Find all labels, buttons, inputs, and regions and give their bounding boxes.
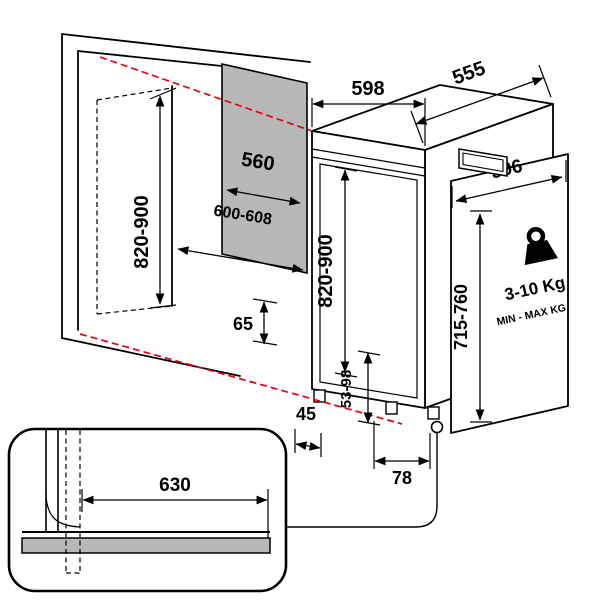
dishwasher-front-face <box>311 130 426 409</box>
niche-back-panel <box>221 63 308 274</box>
console-line-2 <box>311 156 426 177</box>
front-right-foot <box>385 401 398 415</box>
door-height-label: 715-760 <box>451 284 471 350</box>
alignment-guide-bottom <box>79 333 403 425</box>
door-inner-border <box>319 163 418 399</box>
inset-frame <box>7 427 288 593</box>
dim-feet-adjustment: 53-98 <box>338 350 381 426</box>
counter-top-edge <box>61 33 311 63</box>
alignment-guide-top <box>99 56 313 132</box>
dim-rear-clearance: 78 <box>373 421 431 488</box>
dim-machine-height: 820-900 <box>315 166 358 378</box>
dim-plinth-recess: 45 <box>294 404 322 457</box>
plinth-recess-label: 45 <box>296 404 316 424</box>
plinth-cutout-label: 630 <box>159 475 191 496</box>
dim-panel-width: 560 <box>226 149 301 206</box>
hidden-edge-top <box>96 87 173 101</box>
plinth-strip <box>21 537 271 554</box>
dim-plinth-cutout: 630 <box>81 475 269 538</box>
floor-edge <box>61 337 241 377</box>
panel-width-label: 560 <box>240 149 276 176</box>
front-left-foot <box>313 389 326 403</box>
niche-height-label: 820-900 <box>131 195 153 268</box>
console-line-1 <box>311 148 426 169</box>
door-panel: 596 715-760 3-10 Kg MIN - MAX KG <box>450 153 569 434</box>
dim-niche-height: 820-900 <box>131 87 177 309</box>
detail-inset: 630 <box>7 427 288 593</box>
weight-icon <box>524 226 558 266</box>
counter-inner-edge <box>77 50 223 67</box>
callout-leader-line <box>287 433 438 528</box>
toe-kick-curve <box>45 491 81 528</box>
rear-foot <box>427 406 440 420</box>
machine-height-label: 820-900 <box>315 234 337 307</box>
callout-circle <box>430 420 444 434</box>
cabinet-outline <box>61 33 311 377</box>
dim-front-levelling: 65 <box>233 298 278 346</box>
control-panel <box>458 148 508 177</box>
rear-clearance-label: 78 <box>392 468 412 488</box>
machine-depth-label: 555 <box>450 57 489 89</box>
feet-adjustment-label: 53-98 <box>338 370 355 408</box>
front-levelling-label: 65 <box>233 314 253 334</box>
machine-width-label: 598 <box>351 78 384 100</box>
